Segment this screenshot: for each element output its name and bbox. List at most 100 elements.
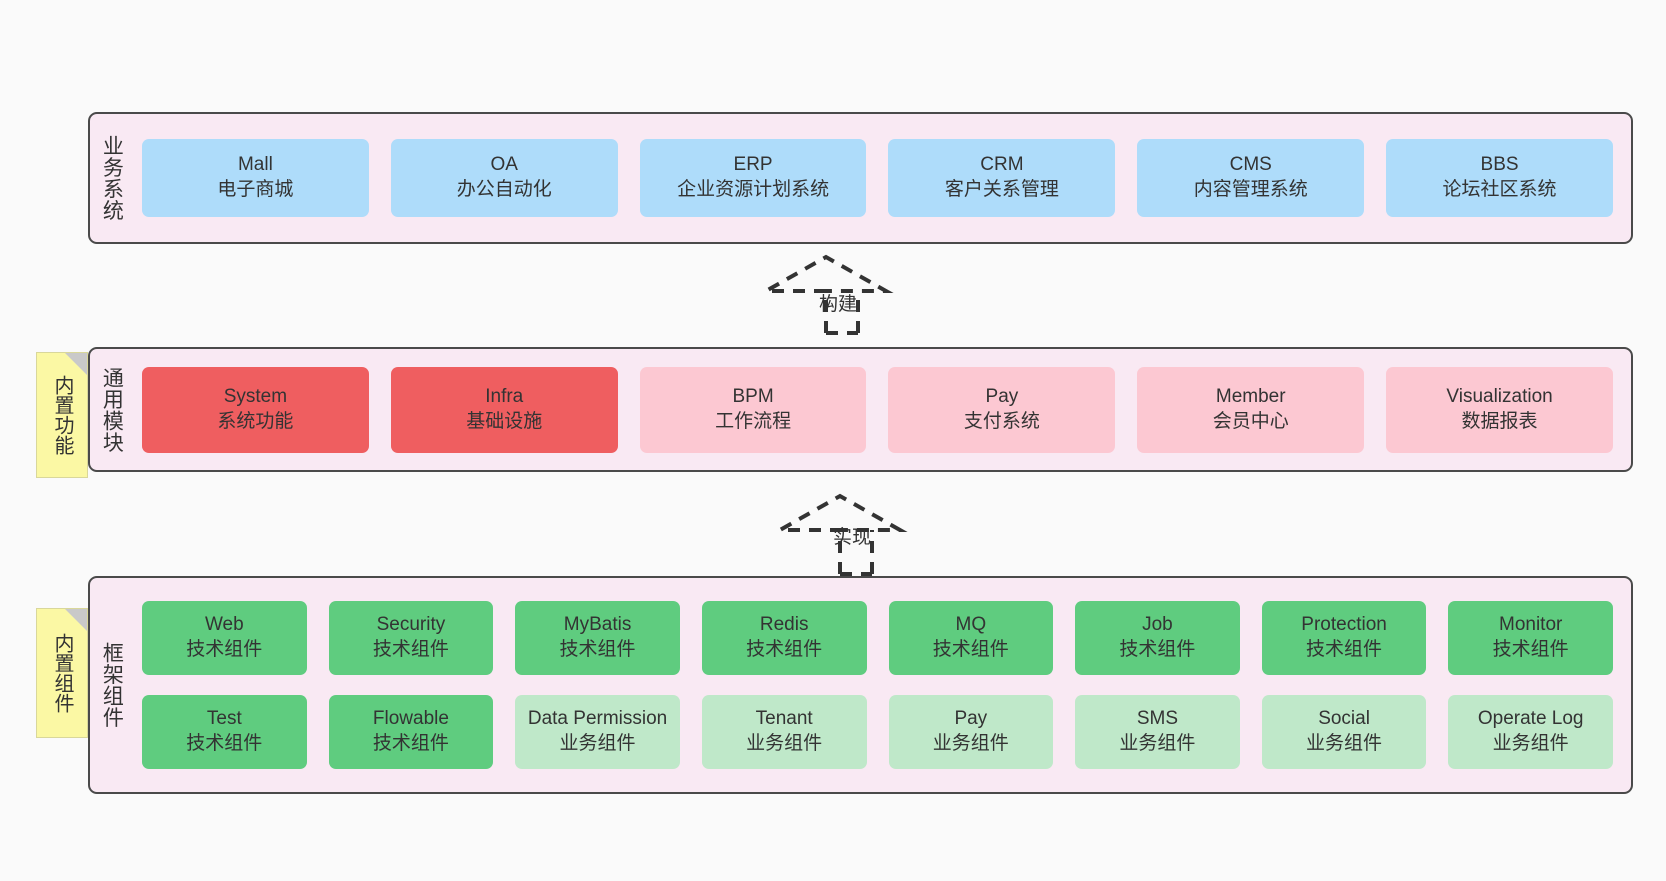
note-builtin-component: 内置组件 <box>36 608 88 738</box>
box-pay-component[interactable]: Pay 业务组件 <box>888 695 1054 769</box>
box-test[interactable]: Test 技术组件 <box>142 695 307 769</box>
connector-realize-arrow <box>772 493 908 576</box>
box-flowable-cn: 技术组件 <box>372 733 449 754</box>
box-security[interactable]: Security 技术组件 <box>328 601 494 675</box>
box-bbs-cn: 论坛社区系统 <box>1442 179 1557 200</box>
box-test-cn: 技术组件 <box>186 733 263 754</box>
layer-title-business-system: 业务系统 <box>100 135 124 221</box>
box-system-en: System <box>223 385 288 407</box>
box-sms-en: SMS <box>1136 708 1179 730</box>
box-bpm-en: BPM <box>732 385 774 407</box>
box-mall[interactable]: Mall 电子商城 <box>142 139 369 217</box>
box-job[interactable]: Job 技术组件 <box>1075 601 1240 675</box>
layer-common-modules: 通用模块 System 系统功能 Infra 基础设施 BPM 工作流程 Pay… <box>88 347 1633 472</box>
box-erp-en: ERP <box>733 154 773 176</box>
framework-row-technical: Web 技术组件 Security 技术组件 MyBatis 技术组件 Redi… <box>142 601 1613 675</box>
box-bpm-cn: 工作流程 <box>715 410 792 432</box>
box-pay-module[interactable]: Pay 支付系统 <box>888 366 1116 453</box>
box-visualization-cn: 数据报表 <box>1461 410 1538 432</box>
box-member-en: Member <box>1215 385 1286 407</box>
box-crm[interactable]: CRM 客户关系管理 <box>888 139 1116 217</box>
note-fold-corner-icon <box>65 609 87 631</box>
framework-row-business: Test 技术组件 Flowable 技术组件 Data Permission … <box>142 695 1613 769</box>
note-builtin-function: 内置功能 <box>36 352 88 478</box>
box-visualization-en: Visualization <box>1446 385 1553 407</box>
box-infra-en: Infra <box>485 385 524 407</box>
box-sms[interactable]: SMS 业务组件 <box>1075 695 1240 769</box>
box-cms-en: CMS <box>1229 154 1272 176</box>
box-cms-cn: 内容管理系统 <box>1193 179 1308 200</box>
common-modules-row: System 系统功能 Infra 基础设施 BPM 工作流程 Pay 支付系统… <box>142 366 1613 453</box>
business-system-row: Mall 电子商城 OA 办公自动化 ERP 企业资源计划系统 CRM 客户关系… <box>142 139 1613 217</box>
box-sms-cn: 业务组件 <box>1119 733 1196 754</box>
box-mall-cn: 电子商城 <box>217 179 294 200</box>
box-flowable[interactable]: Flowable 技术组件 <box>328 695 494 769</box>
box-job-en: Job <box>1142 614 1173 636</box>
note-builtin-component-label: 内置组件 <box>51 633 73 713</box>
box-erp[interactable]: ERP 企业资源计划系统 <box>639 139 867 217</box>
box-web[interactable]: Web 技术组件 <box>142 601 307 675</box>
note-builtin-function-label: 内置功能 <box>51 375 73 455</box>
box-visualization[interactable]: Visualization 数据报表 <box>1386 366 1613 453</box>
box-data-permission[interactable]: Data Permission 业务组件 <box>515 695 680 769</box>
box-cms[interactable]: CMS 内容管理系统 <box>1137 139 1365 217</box>
note-fold-corner-icon <box>65 353 87 375</box>
box-crm-en: CRM <box>980 154 1024 176</box>
box-bpm[interactable]: BPM 工作流程 <box>639 366 867 453</box>
box-flowable-en: Flowable <box>372 708 449 730</box>
box-pay-module-cn: 支付系统 <box>963 410 1040 432</box>
box-redis-en: Redis <box>759 614 809 636</box>
box-oa-en: OA <box>490 154 518 176</box>
connector-build-arrow <box>758 254 894 335</box>
box-system[interactable]: System 系统功能 <box>142 366 369 453</box>
box-tenant[interactable]: Tenant 业务组件 <box>701 695 867 769</box>
box-mybatis-cn: 技术组件 <box>559 639 636 660</box>
box-mq-en: MQ <box>955 614 987 636</box>
box-tenant-en: Tenant <box>755 708 813 730</box>
box-oa-cn: 办公自动化 <box>456 179 552 200</box>
box-social-en: Social <box>1318 708 1370 730</box>
box-operate-log-cn: 业务组件 <box>1492 733 1569 754</box>
box-bbs[interactable]: BBS 论坛社区系统 <box>1386 139 1613 217</box>
box-mall-en: Mall <box>237 154 273 176</box>
box-mybatis-en: MyBatis <box>563 614 632 636</box>
box-pay-module-en: Pay <box>985 385 1019 407</box>
box-social-cn: 业务组件 <box>1306 733 1383 754</box>
box-erp-cn: 企业资源计划系统 <box>677 179 830 200</box>
layer-body-framework-components: Web 技术组件 Security 技术组件 MyBatis 技术组件 Redi… <box>132 578 1631 792</box>
layer-body-business-system: Mall 电子商城 OA 办公自动化 ERP 企业资源计划系统 CRM 客户关系… <box>132 114 1631 242</box>
box-mq-cn: 技术组件 <box>932 639 1009 660</box>
box-social[interactable]: Social 业务组件 <box>1261 695 1427 769</box>
box-test-en: Test <box>206 708 242 730</box>
box-monitor-en: Monitor <box>1499 614 1563 636</box>
box-redis-cn: 技术组件 <box>746 639 823 660</box>
box-web-en: Web <box>204 614 244 636</box>
box-protection-cn: 技术组件 <box>1306 639 1383 660</box>
box-security-cn: 技术组件 <box>372 639 449 660</box>
box-member[interactable]: Member 会员中心 <box>1137 366 1365 453</box>
box-crm-cn: 客户关系管理 <box>944 179 1059 200</box>
box-oa[interactable]: OA 办公自动化 <box>390 139 618 217</box>
box-infra-cn: 基础设施 <box>466 410 543 432</box>
box-mybatis[interactable]: MyBatis 技术组件 <box>515 601 680 675</box>
box-mq[interactable]: MQ 技术组件 <box>888 601 1054 675</box>
box-infra[interactable]: Infra 基础设施 <box>390 366 618 453</box>
connector-realize: 实现 <box>772 488 932 580</box>
layer-title-framework-components: 框架组件 <box>100 642 124 728</box>
box-operate-log[interactable]: Operate Log 业务组件 <box>1448 695 1613 769</box>
layer-body-common-modules: System 系统功能 Infra 基础设施 BPM 工作流程 Pay 支付系统… <box>132 349 1631 470</box>
box-pay-component-cn: 业务组件 <box>932 733 1009 754</box>
box-redis[interactable]: Redis 技术组件 <box>701 601 867 675</box>
box-data-permission-en: Data Permission <box>527 708 668 730</box>
connector-build: 构建 <box>758 254 918 347</box>
box-job-cn: 技术组件 <box>1119 639 1196 660</box>
layer-title-common-modules: 通用模块 <box>100 366 124 453</box>
box-data-permission-cn: 业务组件 <box>559 733 636 754</box>
box-protection[interactable]: Protection 技术组件 <box>1261 601 1427 675</box>
box-member-cn: 会员中心 <box>1212 410 1289 432</box>
box-monitor-cn: 技术组件 <box>1492 639 1569 660</box>
layer-business-system: 业务系统 Mall 电子商城 OA 办公自动化 ERP 企业资源计划系统 CRM… <box>88 112 1633 244</box>
box-monitor[interactable]: Monitor 技术组件 <box>1448 601 1613 675</box>
box-operate-log-en: Operate Log <box>1477 708 1584 730</box>
